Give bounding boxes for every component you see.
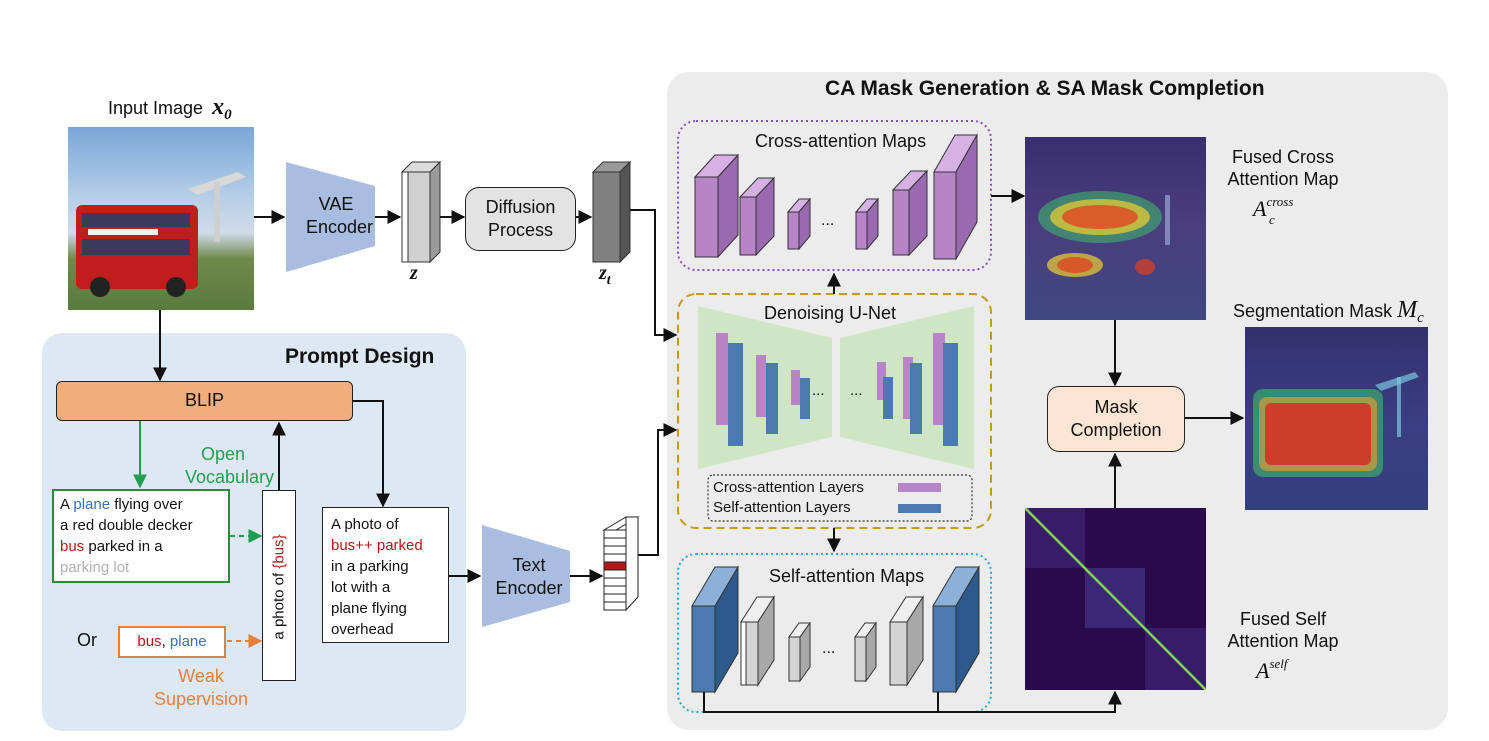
vertical-prompt-box: a photo of {bus} (262, 490, 296, 681)
unet-title: Denoising U-Net (764, 303, 897, 323)
caption-box: A plane flying over a red double decker … (52, 489, 230, 583)
legend-cross-label: Cross-attention Layers (713, 479, 864, 496)
prompt-design-title: Prompt Design (285, 345, 435, 368)
zt-label: zt (599, 262, 611, 288)
input-image (68, 127, 254, 310)
cross-map-blocks (693, 133, 978, 261)
segmentation-mask-image (1245, 327, 1428, 510)
ca-sa-title: CA Mask Generation & SA Mask Completion (825, 77, 1265, 100)
prompt-box: A photo of bus++ parked in a parking lot… (322, 507, 449, 643)
text-encoder-shape (482, 525, 570, 627)
legend-self-label: Self-attention Layers (713, 499, 851, 516)
cross-maps-dots: ... (821, 212, 835, 229)
input-image-label: Input Image x0 (108, 94, 232, 123)
fused-cross-symbol: Across c (1253, 194, 1294, 227)
z-label: z (410, 262, 418, 284)
fused-self-attention-image (1025, 508, 1206, 690)
fused-self-symbol: Aself (1256, 656, 1288, 683)
seg-mask-label: Segmentation Mask Mc (1233, 297, 1424, 326)
unet-dots-right: ... (850, 382, 863, 399)
unet-bars (716, 333, 958, 446)
or-label: Or (77, 630, 97, 650)
vae-encoder-shape (286, 162, 375, 272)
weak-labels-box: bus, plane (118, 626, 226, 658)
cross-maps-title: Cross-attention Maps (755, 131, 927, 151)
self-map-blocks (691, 565, 980, 694)
blip-box: BLIP (56, 381, 353, 421)
unet-dots-left: ... (812, 382, 825, 399)
self-maps-title: Self-attention Maps (769, 566, 925, 586)
text-embedding-stack (602, 516, 640, 612)
fused-cross-attention-image (1025, 137, 1206, 320)
self-maps-dots: ... (822, 640, 836, 657)
vertical-prompt-text: a photo of {bus} (270, 534, 288, 640)
